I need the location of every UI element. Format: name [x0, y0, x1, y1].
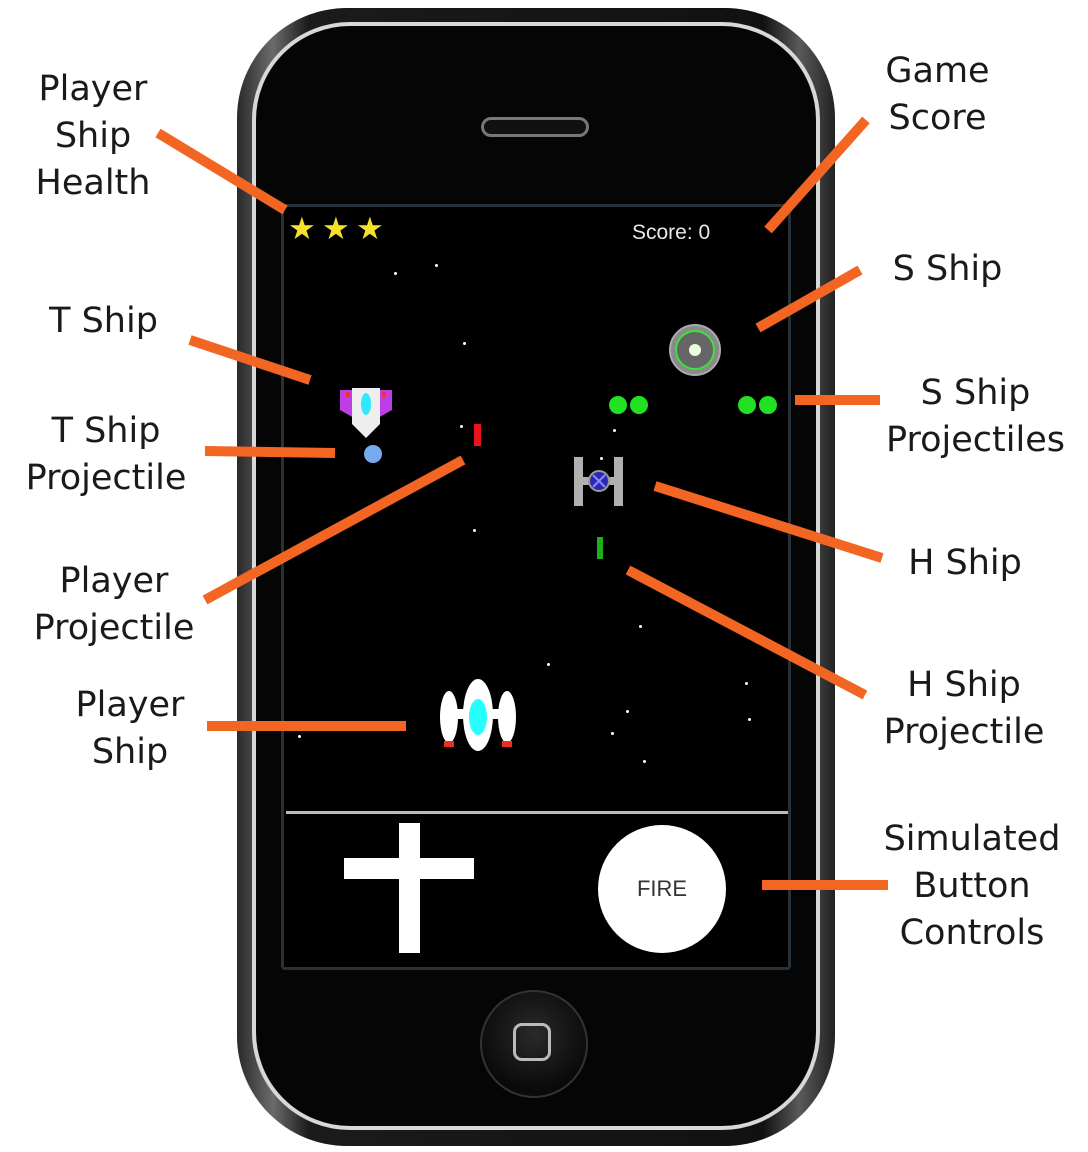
- background-star: [748, 718, 751, 721]
- t-ship: [340, 388, 392, 438]
- dpad-vertical[interactable]: [399, 823, 420, 953]
- health-star-icon: ★: [356, 211, 384, 247]
- h-ship: [574, 457, 623, 506]
- label-game-score: Game Score: [885, 51, 990, 138]
- background-star: [463, 342, 466, 345]
- label-player-projectile: Player Projectile: [33, 561, 195, 648]
- s-ship: [669, 324, 721, 376]
- background-star: [394, 272, 397, 275]
- leader-line: [653, 481, 884, 563]
- player-ship: [440, 679, 516, 751]
- background-star: [600, 457, 603, 460]
- label-t-ship: T Ship: [49, 301, 158, 341]
- s-ship-projectile: [630, 396, 648, 414]
- s-ship-projectile: [609, 396, 627, 414]
- background-star: [435, 264, 438, 267]
- game-screen: ★ ★ ★ Score: 0: [281, 204, 791, 970]
- background-star: [473, 529, 476, 532]
- leader-line: [202, 455, 466, 605]
- player-projectile: [474, 424, 481, 446]
- label-t-ship-projectile: T Ship Projectile: [25, 411, 187, 498]
- label-h-ship-projectile: H Ship Projectile: [883, 665, 1045, 752]
- t-ship-projectile: [364, 445, 382, 463]
- label-simulated-button-controls: Simulated Button Controls: [883, 819, 1061, 953]
- label-player-ship: Player Ship: [75, 685, 185, 772]
- leader-line: [155, 128, 288, 215]
- background-star: [643, 760, 646, 763]
- leader-line: [764, 116, 870, 234]
- background-star: [626, 710, 629, 713]
- health-star-icon: ★: [322, 211, 350, 247]
- leader-line: [204, 446, 336, 458]
- background-star: [613, 429, 616, 432]
- fire-button[interactable]: FIRE: [598, 825, 726, 953]
- score-text: Score: 0: [632, 221, 711, 244]
- health-star-icon: ★: [288, 211, 316, 247]
- background-star: [639, 625, 642, 628]
- background-star: [611, 732, 614, 735]
- label-player-ship-health: Player Ship Health: [35, 69, 151, 203]
- leader-line: [625, 565, 868, 700]
- controls-divider: [286, 811, 788, 814]
- background-star: [745, 682, 748, 685]
- background-star: [460, 425, 463, 428]
- background-star: [547, 663, 550, 666]
- s-ship-projectile: [759, 396, 777, 414]
- label-h-ship: H Ship: [908, 543, 1022, 583]
- leader-line: [188, 335, 312, 385]
- label-s-ship: S Ship: [892, 249, 1003, 289]
- h-ship-projectile: [597, 537, 603, 559]
- label-s-ship-projectiles: S Ship Projectiles: [886, 373, 1065, 460]
- earpiece-speaker: [481, 117, 589, 137]
- home-square-icon: [513, 1023, 551, 1061]
- background-star: [298, 735, 301, 738]
- leader-line: [755, 265, 863, 333]
- s-ship-projectile: [738, 396, 756, 414]
- home-button[interactable]: [480, 990, 588, 1098]
